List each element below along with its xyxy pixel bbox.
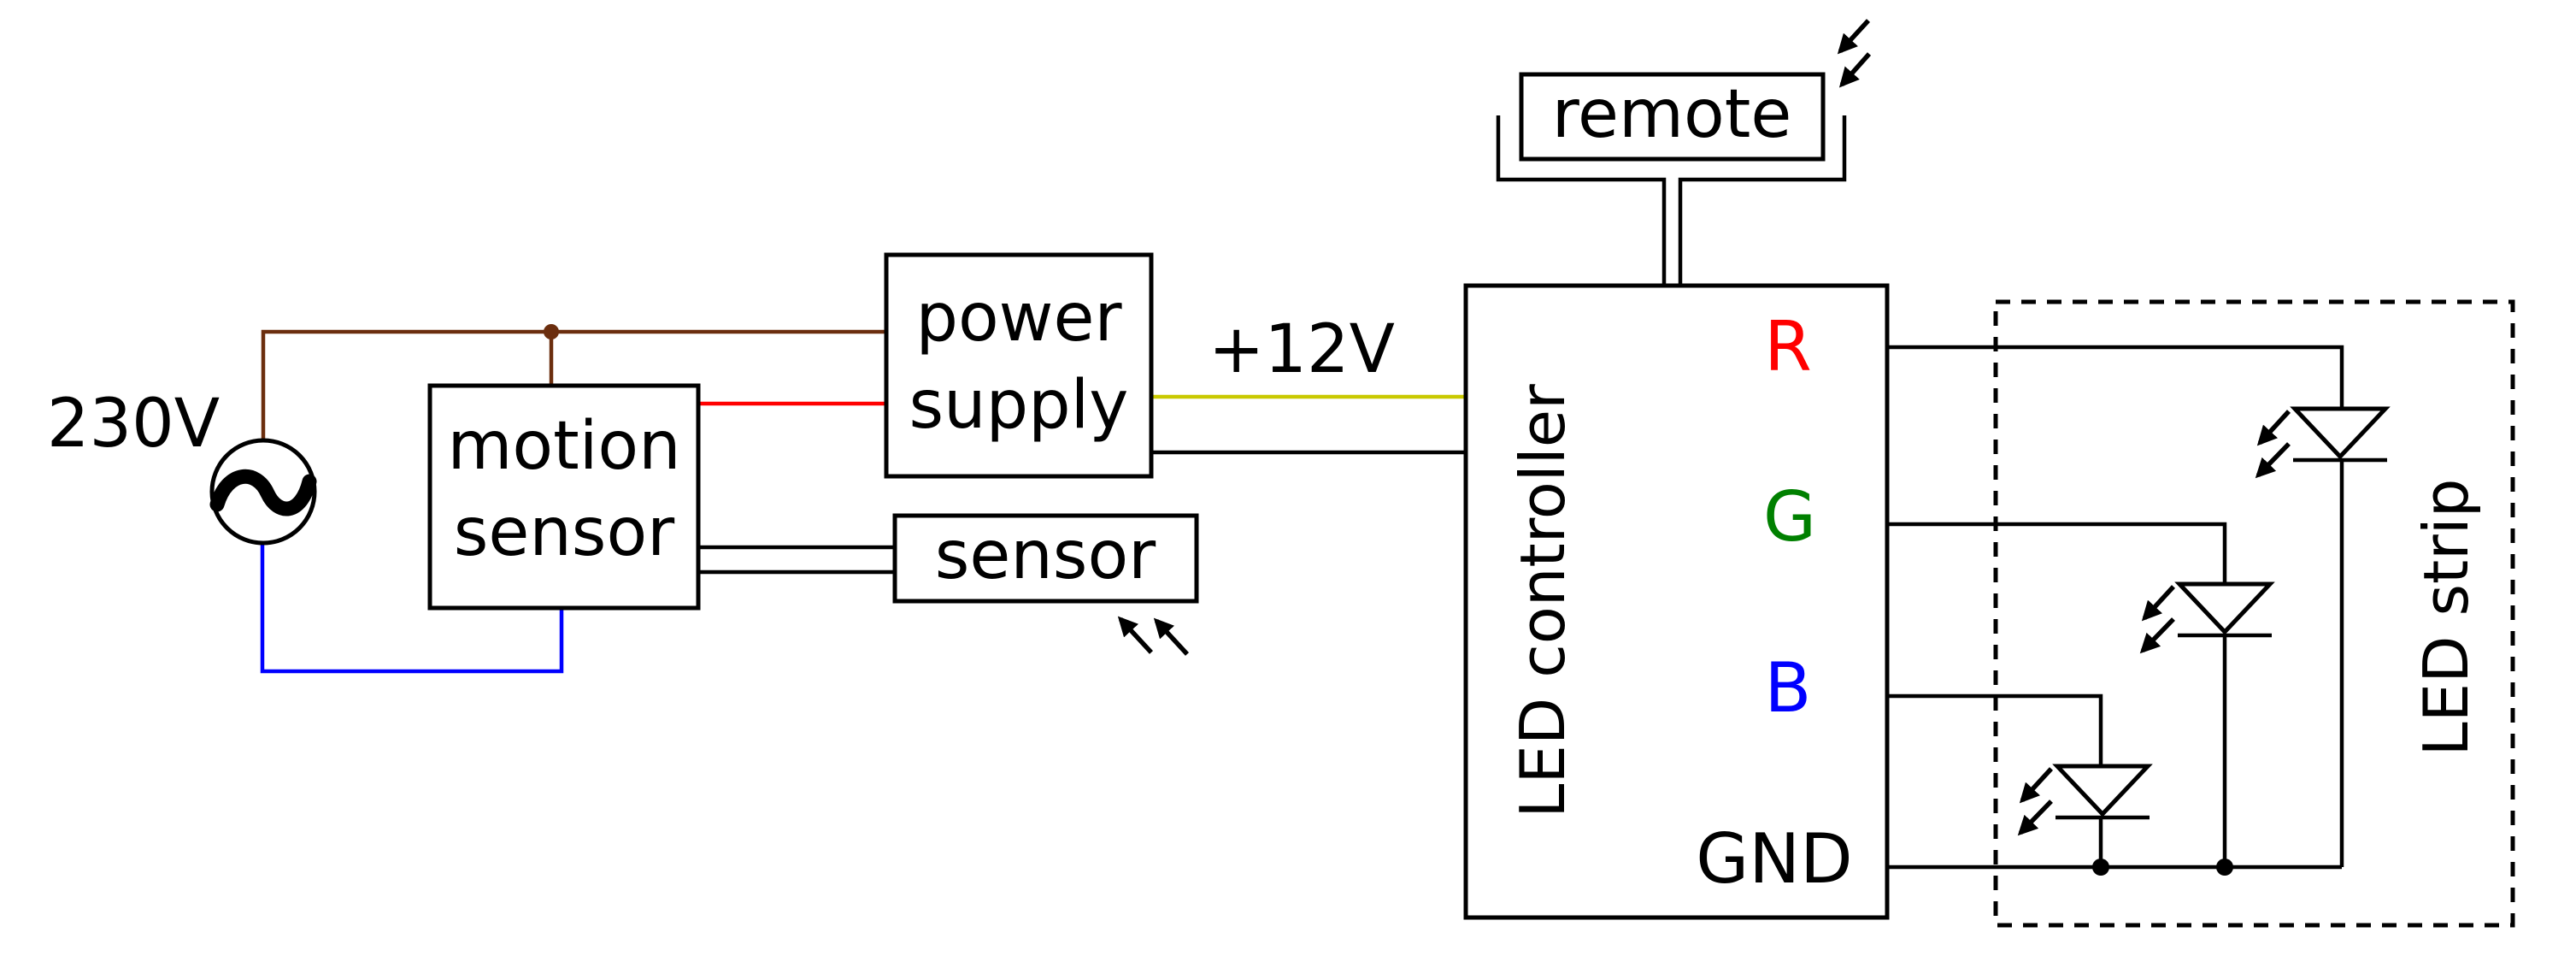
port-label-blue: B bbox=[1764, 648, 1812, 728]
led-icon-bottom bbox=[2017, 764, 2153, 836]
red-channel-wire bbox=[1887, 345, 2344, 409]
sensor-box bbox=[892, 513, 1199, 604]
mains-neutral-wire bbox=[260, 545, 564, 674]
sensor-label: sensor bbox=[934, 517, 1156, 594]
led-icon-top bbox=[2255, 406, 2391, 479]
power-supply-label: power supply bbox=[886, 251, 1151, 473]
ac-sine-icon bbox=[209, 469, 317, 516]
led-controller-label: LED controller bbox=[1507, 384, 1579, 818]
led-strip-label: LED strip bbox=[2410, 478, 2482, 757]
green-channel-wire bbox=[1887, 522, 2227, 584]
port-label-gnd: GND bbox=[1696, 819, 1853, 899]
plus12v-label: +12V bbox=[1209, 311, 1395, 388]
motion-sensor-label-line2: sensor bbox=[453, 494, 675, 571]
mains-voltage-label: 230V bbox=[46, 386, 221, 463]
motion-sensor-box bbox=[427, 383, 701, 611]
power-supply-box bbox=[884, 252, 1154, 479]
led-controller-box bbox=[1463, 283, 1890, 920]
remote-bus-wires bbox=[1496, 115, 1847, 286]
power-supply-label-line2: supply bbox=[909, 366, 1129, 444]
power-supply-label-line1: power bbox=[915, 280, 1122, 357]
led-icon-middle bbox=[2139, 581, 2275, 654]
port-label-red: R bbox=[1764, 307, 1812, 387]
motion-sensor-label-line1: motion bbox=[447, 407, 681, 485]
remote-signal-arrows-icon bbox=[1837, 19, 1872, 88]
remote-label: remote bbox=[1551, 76, 1792, 153]
blue-channel-wire bbox=[1887, 693, 2103, 766]
mains-live-wire bbox=[261, 329, 886, 440]
led-strip-box bbox=[1993, 299, 2515, 928]
motion-sensor-label: motion sensor bbox=[430, 379, 698, 601]
sensor-bus-wires bbox=[698, 545, 895, 575]
junction-dot-gnd-2 bbox=[2216, 859, 2233, 876]
port-label-green: G bbox=[1763, 477, 1816, 557]
junction-dot-live bbox=[544, 324, 559, 339]
sensor-signal-arrows-icon bbox=[1117, 616, 1190, 656]
remote-box bbox=[1519, 72, 1826, 162]
junction-dot-gnd-1 bbox=[2092, 859, 2109, 876]
